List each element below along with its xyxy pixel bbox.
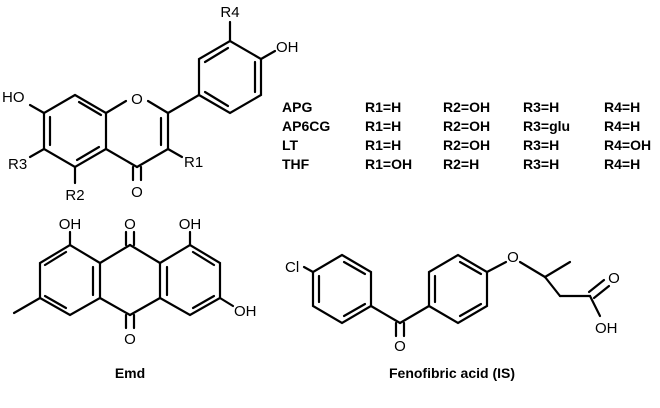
emodin-caption: Emd (115, 365, 145, 381)
table-cell-r2: R2=OH (443, 118, 490, 134)
emodin-skeleton (12, 230, 235, 330)
ketone-oxygen-label: O (394, 338, 406, 355)
fenofibric-acid-skeleton (302, 253, 611, 338)
table-cell-r4: R4=OH (604, 137, 651, 153)
table-row-name: LT (282, 137, 299, 153)
table-cell-r2: R2=OH (443, 137, 490, 153)
emodin-oh-8-label: OH (179, 216, 202, 233)
table-cell-r4: R4=H (604, 99, 640, 115)
carbonyl-oxygen-label: O (131, 184, 143, 201)
table-cell-r3: R3=glu (523, 118, 570, 134)
table-cell-r4: R4=H (604, 156, 640, 172)
ho-label: HO (2, 89, 25, 106)
table-cell-r1: R1=H (365, 118, 401, 134)
table-row-name: APG (282, 99, 312, 115)
table-cell-r1: R1=H (365, 99, 401, 115)
fenofibric-acid-caption: Fenofibric acid (IS) (389, 365, 515, 381)
emodin-oh-1-label: OH (59, 216, 82, 233)
table-cell-r1: R1=OH (365, 156, 412, 172)
table-row-name: THF (282, 156, 310, 172)
r3-label: R3 (8, 156, 27, 173)
table-cell-r2: R2=H (443, 156, 479, 172)
table-cell-r3: R3=H (523, 99, 559, 115)
r1-label: R1 (184, 154, 203, 171)
acid-hydroxyl-label: OH (595, 320, 618, 337)
oh-label: OH (276, 39, 299, 56)
table-cell-r3: R3=H (523, 156, 559, 172)
acid-carbonyl-oxygen-label: O (608, 270, 620, 287)
chlorine-label: Cl (285, 259, 299, 276)
ether-oxygen-label: O (507, 249, 519, 266)
r2-label: R2 (65, 187, 84, 204)
table-cell-r3: R3=H (523, 137, 559, 153)
ring-oxygen-label: O (131, 91, 143, 108)
emodin-quinone-o-top-label: O (124, 216, 136, 233)
emodin-oh-6-label: OH (234, 303, 257, 320)
table-cell-r4: R4=H (604, 118, 640, 134)
table-row-name: AP6CG (282, 118, 330, 134)
emodin-quinone-o-bottom-label: O (124, 331, 136, 348)
flavone-skeleton (28, 20, 277, 185)
substituent-table: APG R1=H R2=OH R3=H R4=H AP6CG R1=H R2=O… (282, 99, 651, 172)
table-cell-r1: R1=H (365, 137, 401, 153)
table-cell-r2: R2=OH (443, 99, 490, 115)
r4-label: R4 (220, 4, 239, 21)
